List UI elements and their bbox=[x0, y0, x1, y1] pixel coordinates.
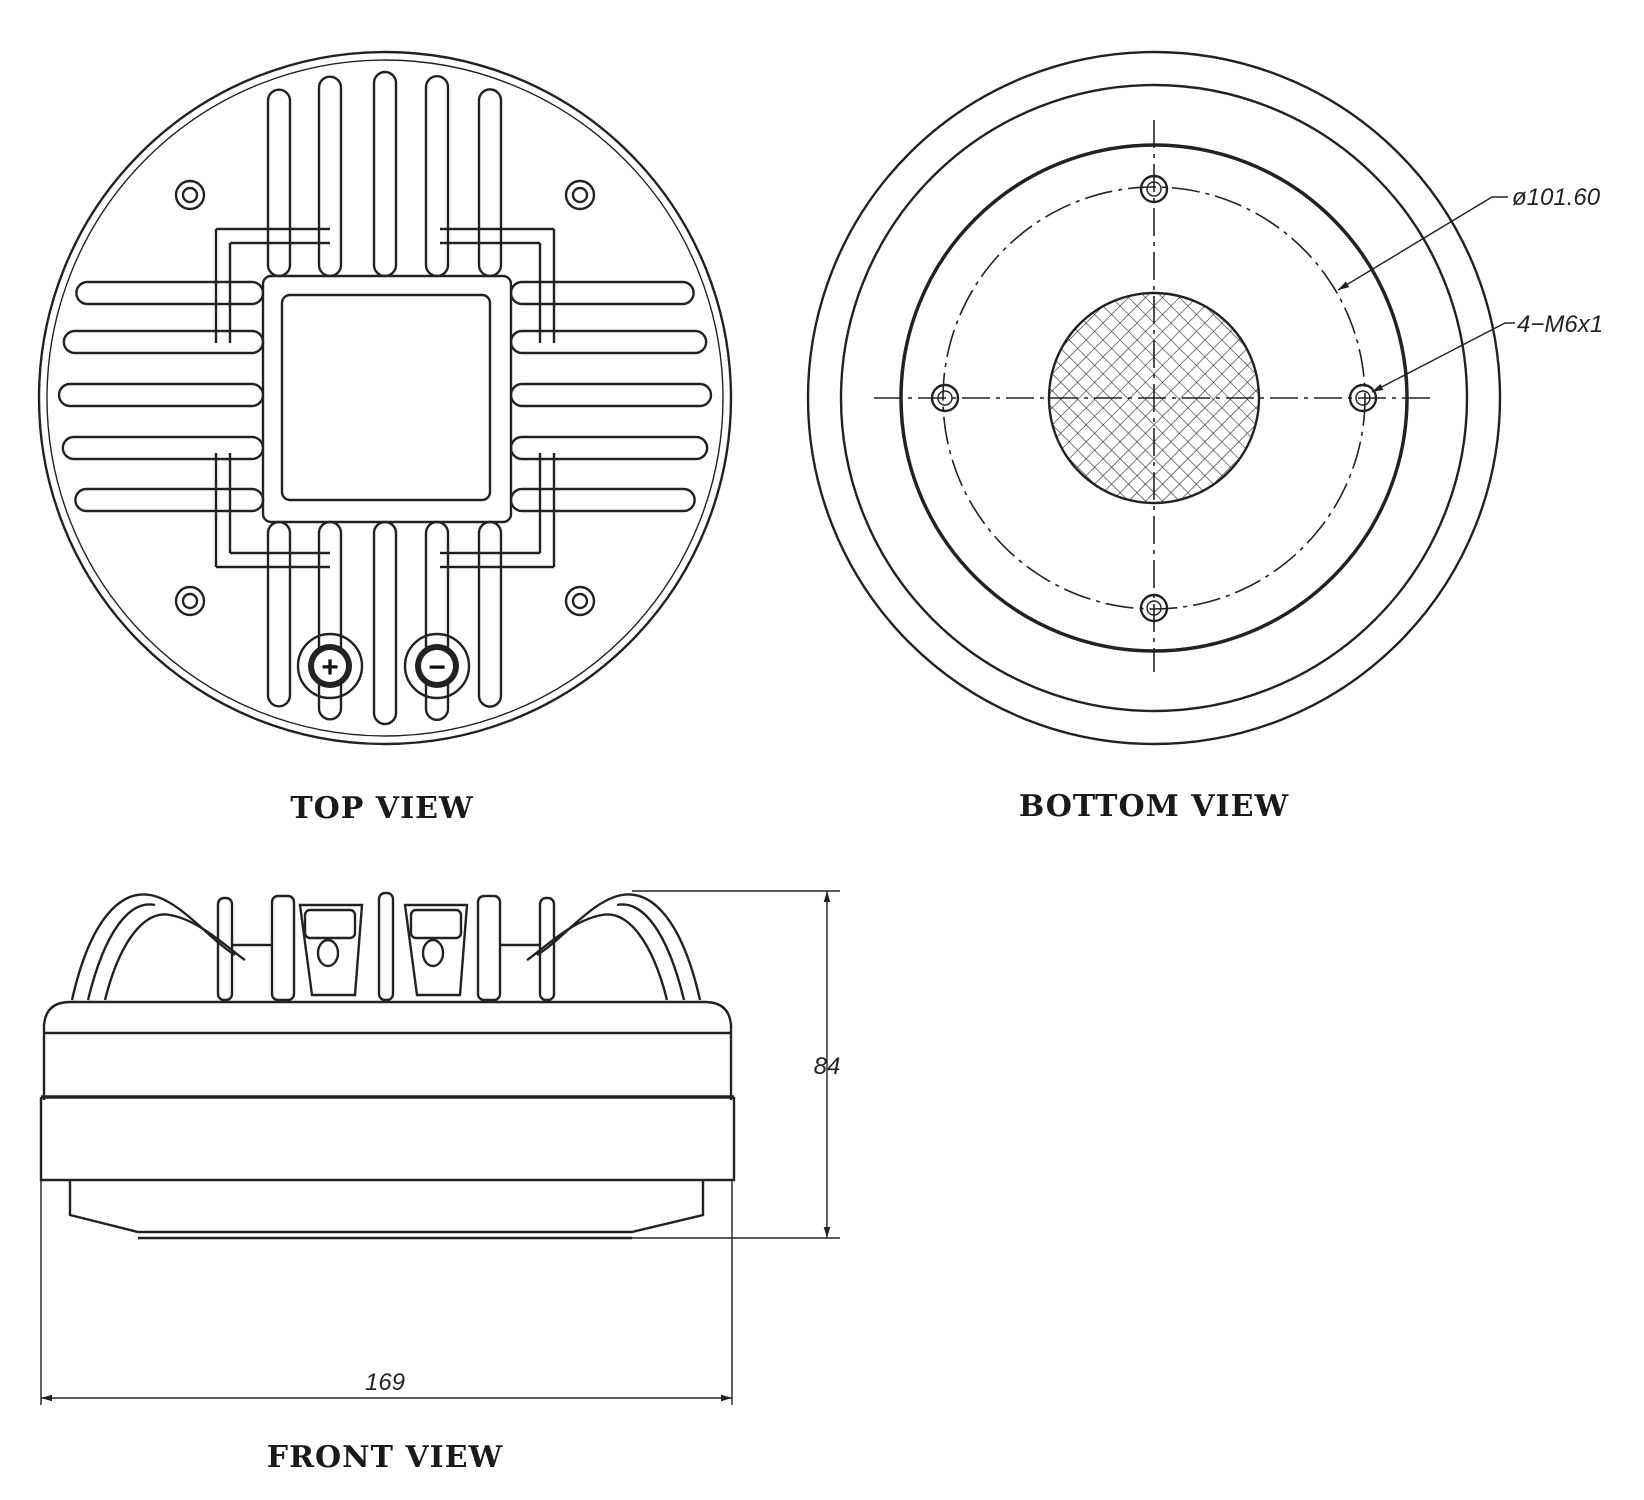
fin bbox=[266, 520, 292, 708]
base-plate bbox=[68, 1180, 705, 1234]
outer-rim bbox=[37, 50, 733, 746]
fin bbox=[372, 520, 398, 726]
fin bbox=[228, 453, 330, 555]
fin bbox=[424, 74, 450, 278]
mount-holes bbox=[930, 174, 1378, 623]
fin bbox=[440, 241, 542, 343]
fin bbox=[75, 280, 265, 306]
negative-terminal: − bbox=[403, 632, 471, 700]
fin bbox=[181, 186, 199, 204]
top-view: + − TOP VIEW bbox=[37, 50, 733, 826]
lower-housing bbox=[39, 1097, 736, 1182]
fin bbox=[440, 227, 556, 343]
fin bbox=[509, 382, 713, 408]
fin bbox=[74, 487, 265, 513]
fin bbox=[174, 585, 206, 617]
fin bbox=[564, 585, 596, 617]
fin bbox=[174, 179, 206, 211]
fin bbox=[181, 592, 199, 610]
center-block bbox=[261, 274, 513, 524]
fin bbox=[477, 520, 503, 708]
fin bbox=[317, 75, 343, 278]
fin bbox=[571, 186, 589, 204]
fin bbox=[61, 435, 265, 461]
positive-symbol: + bbox=[321, 651, 339, 684]
fin bbox=[214, 453, 330, 569]
bolt-circle-callout: ø101.60 bbox=[1512, 184, 1601, 211]
front-view: 84 169 FRONT VIEW bbox=[39, 890, 841, 1475]
top-view-label: TOP VIEW bbox=[290, 791, 474, 826]
front-view-label: FRONT VIEW bbox=[267, 1440, 504, 1475]
fin bbox=[564, 179, 596, 211]
fin bbox=[424, 520, 450, 722]
negative-symbol: − bbox=[428, 651, 446, 684]
fin bbox=[440, 453, 542, 555]
upper-housing bbox=[42, 1000, 733, 1100]
bottom-view: ø101.60 4−M6x1 BOTTOM VIEW bbox=[806, 50, 1603, 824]
fin bbox=[57, 382, 265, 408]
bolt-circle-leader bbox=[1337, 196, 1508, 291]
width-dimension: 169 bbox=[365, 1369, 405, 1396]
fin bbox=[214, 227, 330, 343]
fin bbox=[372, 70, 398, 278]
fin bbox=[571, 592, 589, 610]
fin bbox=[317, 520, 343, 721]
mount-hole-leader bbox=[1371, 322, 1515, 393]
fin bbox=[509, 280, 695, 306]
fin bbox=[440, 453, 556, 569]
top-fins-profile bbox=[70, 891, 702, 1002]
bottom-view-label: BOTTOM VIEW bbox=[1019, 789, 1290, 824]
fin bbox=[509, 487, 696, 513]
height-dimension: 84 bbox=[814, 1053, 841, 1080]
center-plate bbox=[280, 293, 492, 502]
mount-hole-callout: 4−M6x1 bbox=[1517, 311, 1603, 338]
cooling-fins bbox=[57, 70, 713, 726]
fin bbox=[62, 329, 265, 355]
flange-edge bbox=[839, 83, 1469, 713]
fin bbox=[266, 88, 292, 278]
fin bbox=[477, 88, 503, 278]
outer-rim bbox=[806, 50, 1502, 746]
positive-terminal: + bbox=[296, 632, 364, 700]
inner-rim bbox=[46, 59, 724, 737]
fin bbox=[228, 241, 330, 343]
